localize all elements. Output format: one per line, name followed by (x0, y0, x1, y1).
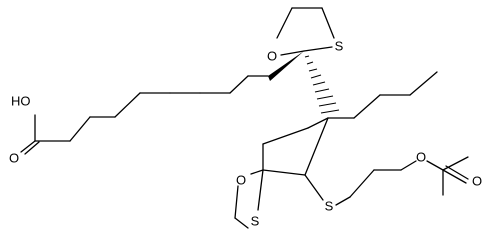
butyl-chain (327, 71, 438, 119)
carboxyl-oxygen-label: O (9, 151, 19, 166)
carbonyl-oxygen-label: O (472, 174, 482, 189)
lower-ring-sulfur-label: S (251, 214, 260, 229)
upper-stereo-hash (304, 55, 340, 114)
upper-ring-oxygen-label: O (267, 49, 277, 64)
lower-ring-oxygen-label: O (236, 173, 246, 188)
upper-stereo-wedge (268, 51, 304, 81)
heptanoic-acid-chain (20, 75, 269, 155)
cyclopentane-core (262, 117, 329, 176)
carboxyl-hydroxyl-label: HO (11, 94, 31, 109)
upper-oxathiolane-ring (276, 7, 335, 56)
ester-oxygen-label: O (416, 150, 426, 165)
thioethyl-acetate-chain (304, 156, 469, 206)
lower-oxathiolane-ring (234, 169, 264, 229)
upper-ring-sulfur-label: S (335, 39, 344, 54)
thioether-sulfur-label: S (325, 199, 334, 214)
